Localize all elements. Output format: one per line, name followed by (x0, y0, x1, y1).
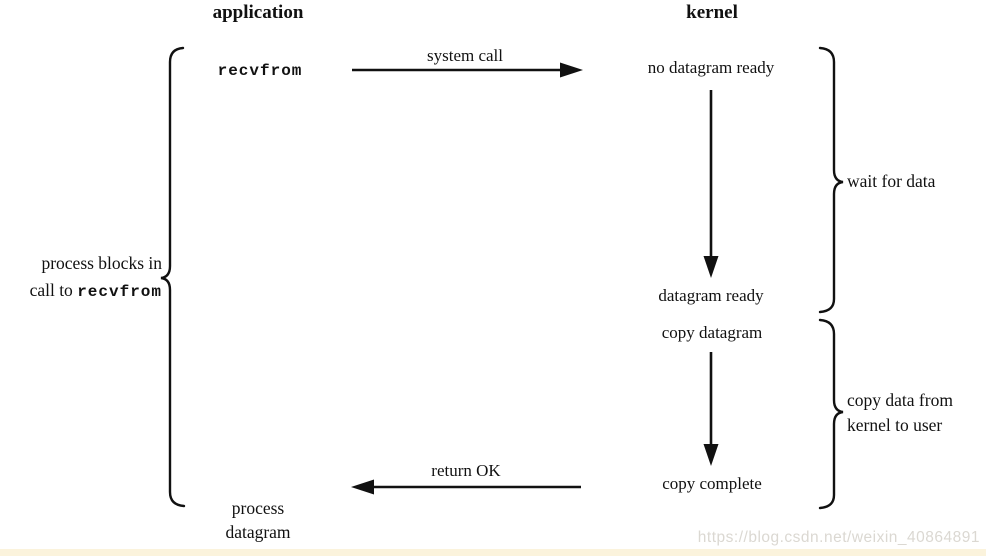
recvfrom-call-label: recvfrom (217, 62, 303, 80)
process-blocks-line2-prefix: call to (29, 280, 78, 300)
return-ok-arrow (351, 479, 581, 495)
copy-complete-label: copy complete (662, 474, 762, 493)
process-datagram-label: process datagram (225, 496, 290, 544)
system-call-arrow (352, 62, 583, 78)
process-blocks-note: process blocks in call to recvfrom (30, 250, 162, 306)
csdn-watermark: https://blog.csdn.net/weixin_40864891 (697, 529, 980, 546)
process-datagram-line1: process (231, 498, 285, 518)
copy-datagram-label: copy datagram (661, 323, 763, 342)
process-blocks-line1: process blocks in (41, 253, 162, 273)
bottom-band (0, 549, 986, 556)
copy-data-line2: kernel to user (847, 415, 943, 435)
return-ok-label: return OK (431, 461, 501, 480)
wait-for-data-brace (818, 46, 844, 314)
application-column-header: application (212, 2, 304, 23)
wait-for-data-note: wait for data (847, 171, 936, 191)
copy-arrow (703, 352, 719, 466)
left-brace (160, 46, 186, 508)
process-blocks-recvfrom-code: recvfrom (77, 283, 162, 301)
system-call-label: system call (426, 46, 504, 65)
wait-arrow (703, 90, 719, 278)
copy-data-note: copy data from kernel to user (847, 388, 953, 438)
kernel-column-header: kernel (686, 2, 738, 23)
no-datagram-ready-label: no datagram ready (647, 58, 775, 77)
copy-data-line1: copy data from (847, 390, 953, 410)
copy-data-brace (818, 318, 844, 510)
datagram-ready-label: datagram ready (658, 286, 764, 305)
process-datagram-line2: datagram (225, 522, 291, 542)
